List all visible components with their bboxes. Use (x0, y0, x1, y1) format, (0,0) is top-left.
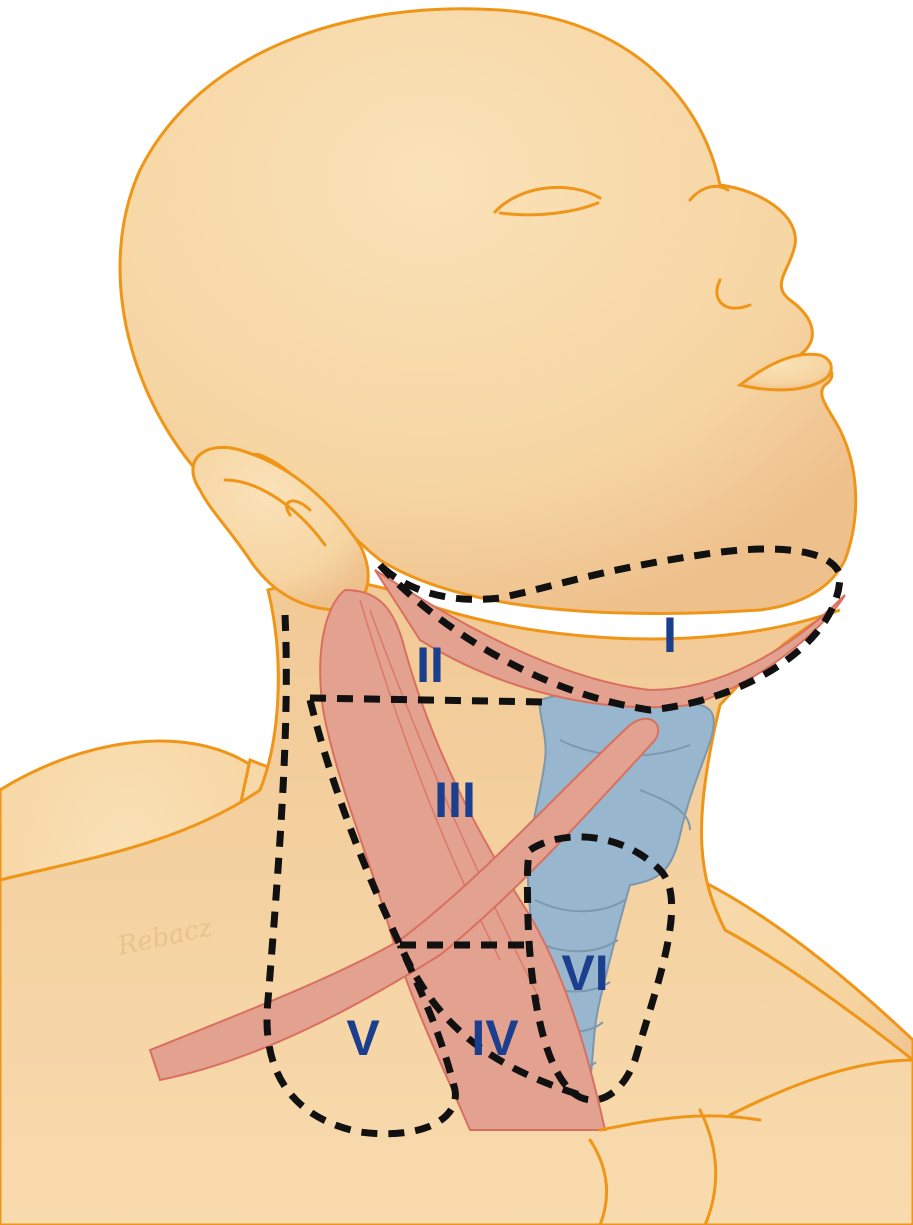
zone-label-IV: IV (471, 1010, 519, 1066)
zone-II-boundary (310, 698, 545, 702)
zone-label-II: II (416, 637, 444, 693)
zone-label-V: V (346, 1010, 380, 1066)
zone-label-VI: VI (561, 945, 608, 1001)
zone-label-I: I (663, 607, 677, 663)
zone-label-III: III (434, 772, 476, 828)
